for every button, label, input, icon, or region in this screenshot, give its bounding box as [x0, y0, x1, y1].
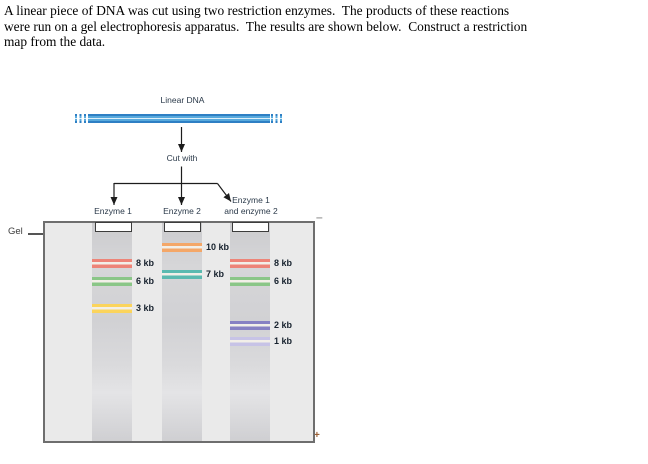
- band-size-label: 8 kb: [136, 258, 155, 268]
- lane1-heading: Enzyme 1: [94, 206, 132, 216]
- band-size-label: 2 kb: [274, 320, 293, 330]
- band-bar: [92, 304, 132, 313]
- gel-box: 8 kb 6 kb 3 kb 10 kb 7 kb 8 kb 6 kb: [43, 221, 315, 443]
- cut-with-label: Cut with: [166, 153, 198, 163]
- band-size-label: 6 kb: [274, 276, 293, 286]
- band-bar: [162, 243, 202, 252]
- problem-line-2: were run on a gel electrophoresis appara…: [4, 18, 528, 34]
- gel-lane-enzyme1: [92, 223, 132, 441]
- gel-label: Gel: [8, 226, 23, 237]
- band-lane2-10kb: 10 kb: [162, 242, 229, 252]
- lane3-heading-line1: Enzyme 1: [232, 195, 270, 205]
- band-lane2-7kb: 7 kb: [162, 269, 224, 279]
- band-lane3-2kb: 2 kb: [230, 320, 292, 330]
- band-lane1-8kb: 8 kb: [92, 258, 154, 268]
- lane2-heading: Enzyme 2: [163, 206, 201, 216]
- linear-dna-bar: [88, 114, 270, 123]
- band-size-label: 3 kb: [136, 303, 155, 313]
- lane3-heading: Enzyme 1 and enzyme 2: [216, 195, 286, 216]
- dna-dashed-end-right: [271, 114, 284, 123]
- band-bar: [230, 259, 270, 268]
- band-size-label: 1 kb: [274, 336, 293, 346]
- band-lane3-8kb: 8 kb: [230, 258, 292, 268]
- band-bar: [162, 270, 202, 279]
- band-bar: [230, 277, 270, 286]
- dna-dashed-end-left: [75, 114, 88, 123]
- gel-well-lane1: [95, 222, 132, 232]
- band-lane1-3kb: 3 kb: [92, 303, 154, 313]
- band-size-label: 6 kb: [136, 276, 155, 286]
- band-size-label: 7 kb: [206, 269, 225, 279]
- problem-line-1: A linear piece of DNA was cut using two …: [4, 3, 510, 18]
- band-bar: [230, 321, 270, 330]
- electrode-positive: +: [314, 430, 320, 441]
- band-bar: [92, 277, 132, 286]
- band-lane1-6kb: 6 kb: [92, 276, 154, 286]
- problem-line-3: map from the data.: [4, 34, 106, 50]
- lane3-heading-line2: and enzyme 2: [224, 205, 278, 216]
- band-size-label: 10 kb: [206, 242, 230, 252]
- band-size-label: 8 kb: [274, 258, 293, 268]
- band-bar: [230, 337, 270, 346]
- electrode-negative: –: [316, 210, 323, 224]
- band-lane3-6kb: 6 kb: [230, 276, 292, 286]
- band-bar: [92, 259, 132, 268]
- problem-statement: A linear piece of DNA was cut using two …: [4, 3, 527, 50]
- linear-dna-label: Linear DNA: [160, 95, 205, 105]
- gel-well-lane2: [164, 222, 201, 232]
- band-lane3-1kb: 1 kb: [230, 336, 292, 346]
- gel-lane-enzyme2: [162, 223, 202, 441]
- gel-lane-enzyme1-and-2: [230, 223, 270, 441]
- gel-well-lane3: [232, 222, 269, 232]
- gel-pointer-line: [28, 233, 43, 235]
